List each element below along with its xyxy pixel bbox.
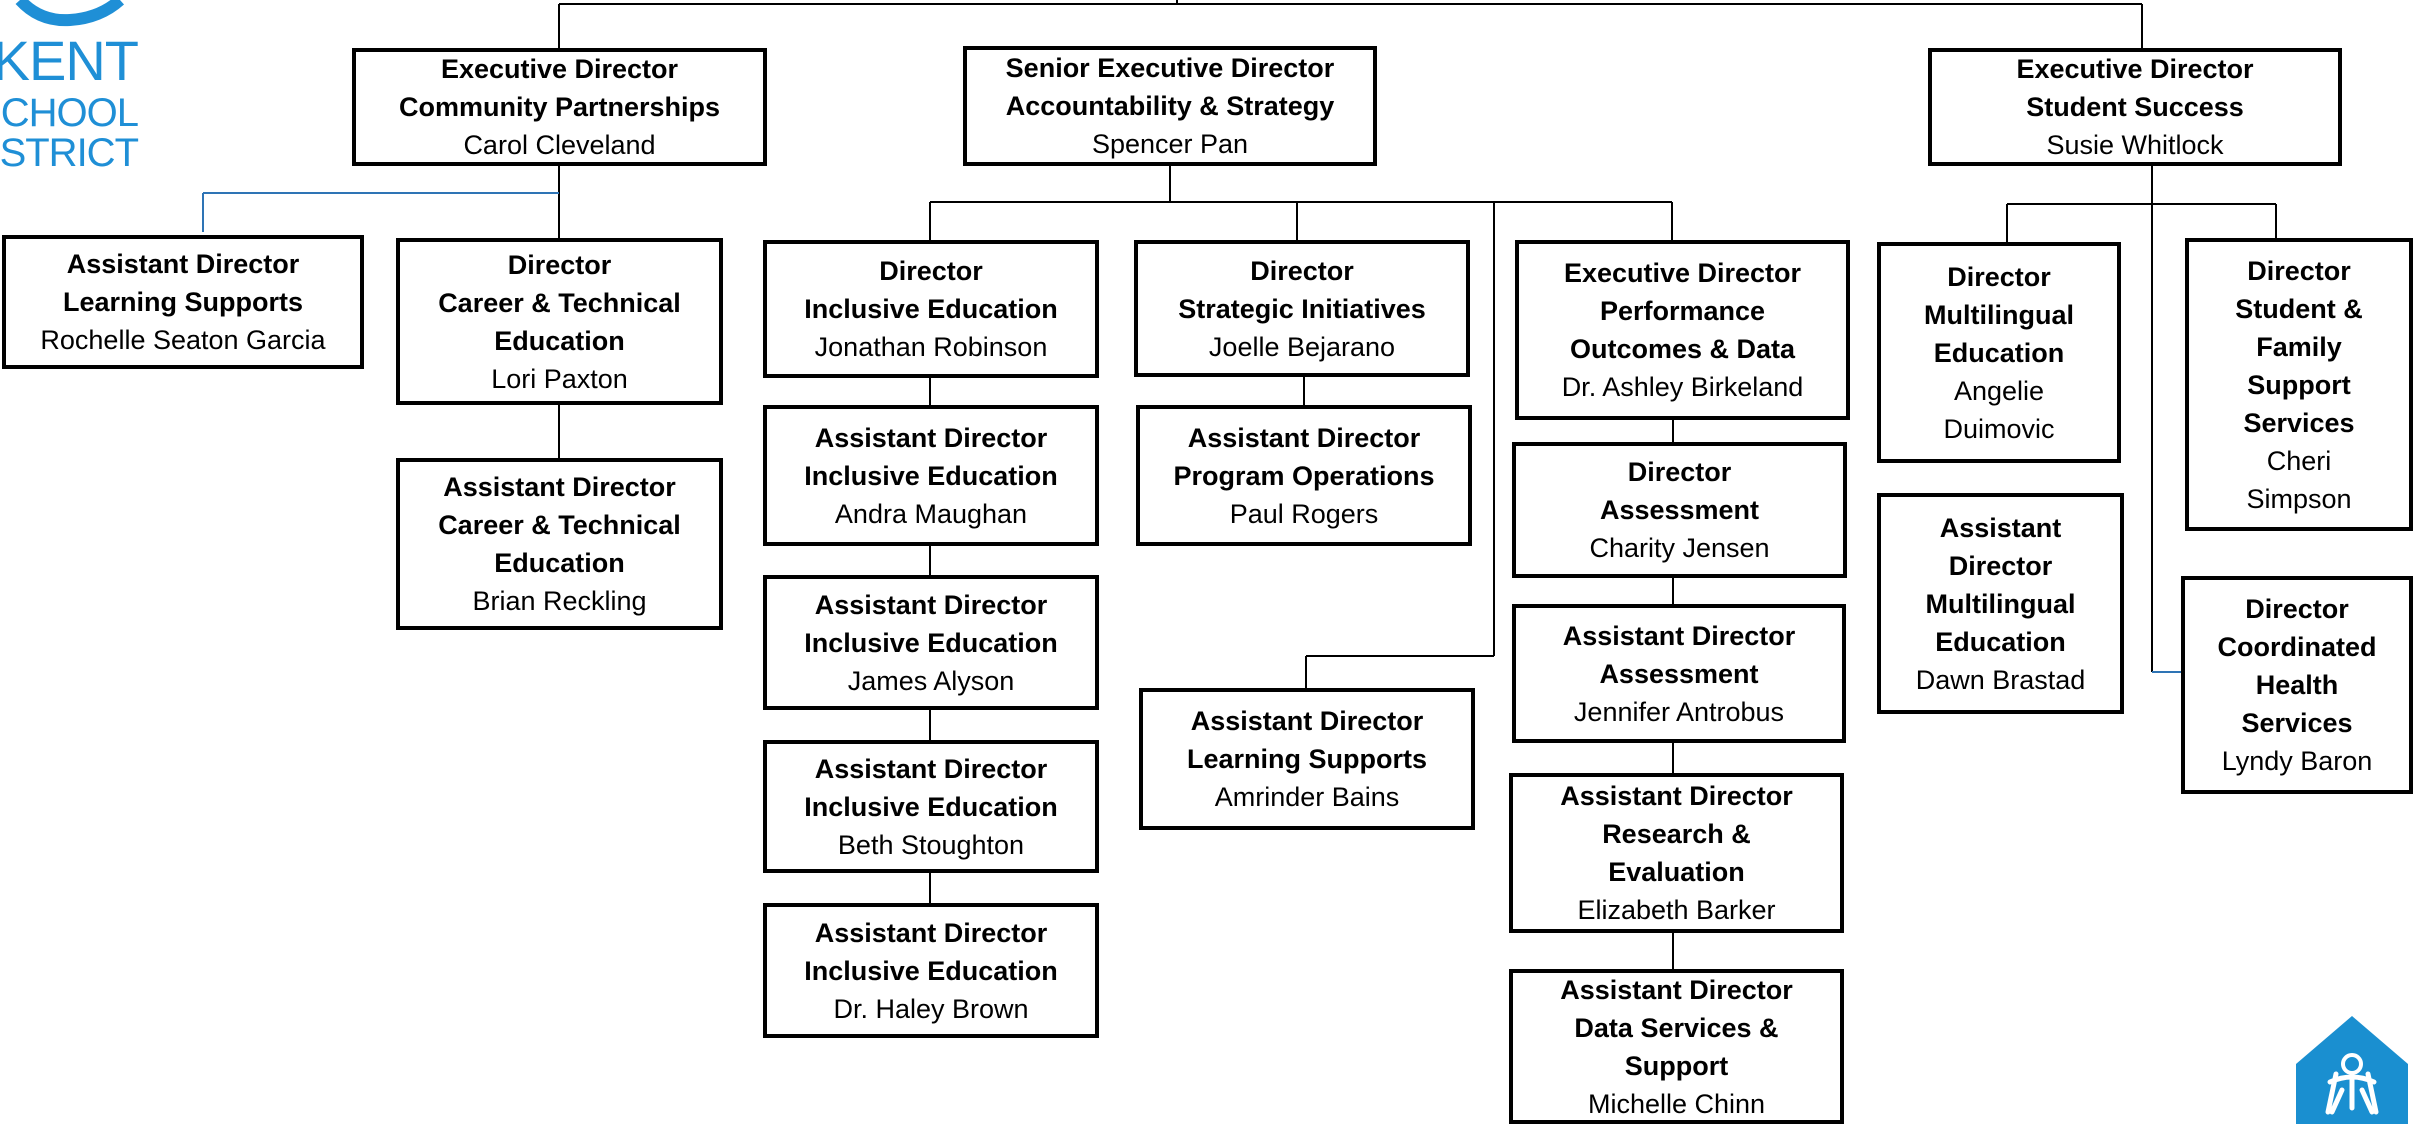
person-name: Carol Cleveland bbox=[463, 130, 656, 160]
role-title: Assistant Director Research & Evaluation bbox=[1560, 781, 1793, 887]
person-name: Dawn Brastad bbox=[1915, 664, 2086, 695]
role-title: Assistant Director Inclusive Education bbox=[804, 753, 1058, 822]
box-assistant-director-data-services: Assistant Director Data Services & Suppo… bbox=[1509, 969, 1844, 1124]
box-director-assessment: Director Assessment Charity Jensen bbox=[1512, 442, 1847, 578]
role-title: Assistant Director Inclusive Education bbox=[804, 917, 1058, 986]
logo-line-3: DISTRICT bbox=[0, 131, 139, 175]
role-title: Executive Director Student Success bbox=[2016, 54, 2254, 122]
box-director-coordinated-health: Director Coordinated Health Services Lyn… bbox=[2181, 576, 2413, 794]
box-assistant-director-program-operations: Assistant Director Program Operations Pa… bbox=[1136, 405, 1472, 546]
box-director-inclusive-education: Director Inclusive Education Jonathan Ro… bbox=[763, 240, 1099, 378]
role-title: Director Coordinated Health Services bbox=[2217, 594, 2377, 738]
role-title: Executive Director Performance Outcomes … bbox=[1563, 258, 1802, 364]
role-title: Assistant Director Career & Technical Ed… bbox=[438, 472, 681, 578]
role-title: Assistant Director Learning Supports bbox=[1186, 706, 1427, 774]
role-title: Assistant Director Inclusive Education bbox=[804, 422, 1058, 491]
role-title: Assistant Director Multilingual Educatio… bbox=[1925, 512, 2076, 657]
person-name: Joelle Bejarano bbox=[1208, 331, 1396, 362]
role-title: Assistant Director Program Operations bbox=[1173, 422, 1435, 491]
box-director-strategic-initiatives: Director Strategic Initiatives Joelle Be… bbox=[1134, 240, 1470, 377]
person-name: Cheri Simpson bbox=[2246, 445, 2352, 514]
box-assistant-director-learning-supports: Assistant Director Learning Supports Roc… bbox=[2, 235, 364, 369]
logo-ring-icon bbox=[15, 0, 125, 27]
role-title: Assistant Director Learning Supports bbox=[62, 249, 303, 317]
role-title: Director Inclusive Education bbox=[804, 256, 1058, 324]
logo-line-2: SCHOOL bbox=[0, 91, 139, 135]
person-name: Elizabeth Barker bbox=[1577, 895, 1776, 925]
box-director-multilingual-education: Director Multilingual Education Angelie … bbox=[1877, 242, 2121, 463]
person-name: Paul Rogers bbox=[1229, 498, 1379, 529]
person-name: Angelie Duimovic bbox=[1943, 375, 2055, 444]
person-name: James Alyson bbox=[847, 665, 1015, 696]
person-name: Lyndy Baron bbox=[2221, 746, 2373, 776]
role-title: Senior Executive Director Accountability… bbox=[1005, 53, 1335, 121]
box-exec-director-student-success: Executive Director Student Success Susie… bbox=[1928, 48, 2342, 166]
role-title: Director Student & Family Support Servic… bbox=[2235, 255, 2363, 438]
box-senior-exec-director: Senior Executive Director Accountability… bbox=[963, 46, 1377, 166]
person-name: Lori Paxton bbox=[491, 363, 628, 394]
person-name: Rochelle Seaton Garcia bbox=[40, 325, 326, 355]
box-assistant-director-inclusive-education-2: Assistant Director Inclusive Education J… bbox=[763, 575, 1099, 710]
person-name: Brian Reckling bbox=[472, 586, 647, 616]
person-name: Spencer Pan bbox=[1091, 129, 1249, 159]
box-assistant-director-career-technical: Assistant Director Career & Technical Ed… bbox=[396, 458, 723, 630]
person-name: Amrinder Bains bbox=[1214, 782, 1400, 812]
box-assistant-director-learning-supports-2: Assistant Director Learning Supports Amr… bbox=[1139, 688, 1475, 830]
role-title: Director Career & Technical Education bbox=[438, 249, 681, 356]
person-name: Dr. Ashley Birkeland bbox=[1561, 372, 1804, 402]
person-name: Jonathan Robinson bbox=[814, 332, 1048, 362]
role-title: Executive Director Community Partnership… bbox=[398, 54, 721, 122]
role-title: Assistant Director Assessment bbox=[1562, 620, 1796, 689]
person-name: Susie Whitlock bbox=[2046, 130, 2224, 160]
role-title: Director Multilingual Education bbox=[1924, 261, 2074, 368]
box-assistant-director-inclusive-education-3: Assistant Director Inclusive Education B… bbox=[763, 740, 1099, 873]
logo-line-1: KENT bbox=[0, 29, 139, 92]
person-name: Andra Maughan bbox=[834, 498, 1028, 529]
district-emblem-icon bbox=[2296, 1016, 2408, 1124]
box-assistant-director-inclusive-education-4: Assistant Director Inclusive Education D… bbox=[763, 903, 1099, 1038]
person-name: Dr. Haley Brown bbox=[833, 993, 1029, 1024]
person-name: Jennifer Antrobus bbox=[1573, 696, 1785, 727]
box-director-career-technical: Director Career & Technical Education Lo… bbox=[396, 238, 723, 405]
person-name: Michelle Chinn bbox=[1587, 1088, 1766, 1119]
role-title: Director Strategic Initiatives bbox=[1178, 255, 1426, 324]
person-name: Charity Jensen bbox=[1589, 533, 1770, 563]
box-exec-director-performance-outcomes: Executive Director Performance Outcomes … bbox=[1515, 240, 1850, 420]
role-title: Director Assessment bbox=[1599, 457, 1760, 525]
box-assistant-director-research-evaluation: Assistant Director Research & Evaluation… bbox=[1509, 773, 1844, 933]
box-director-student-family-support: Director Student & Family Support Servic… bbox=[2185, 238, 2413, 531]
role-title: Assistant Director Inclusive Education bbox=[804, 589, 1058, 658]
box-assistant-director-inclusive-education-1: Assistant Director Inclusive Education A… bbox=[763, 405, 1099, 546]
person-name: Beth Stoughton bbox=[837, 829, 1025, 860]
box-assistant-director-assessment: Assistant Director Assessment Jennifer A… bbox=[1512, 604, 1846, 743]
box-exec-director-community-partnerships: Executive Director Community Partnership… bbox=[352, 48, 767, 166]
kent-school-district-logo: KENT SCHOOL DISTRICT bbox=[0, 0, 140, 180]
box-assistant-director-multilingual-education: Assistant Director Multilingual Educatio… bbox=[1877, 493, 2124, 714]
role-title: Assistant Director Data Services & Suppo… bbox=[1560, 974, 1793, 1081]
